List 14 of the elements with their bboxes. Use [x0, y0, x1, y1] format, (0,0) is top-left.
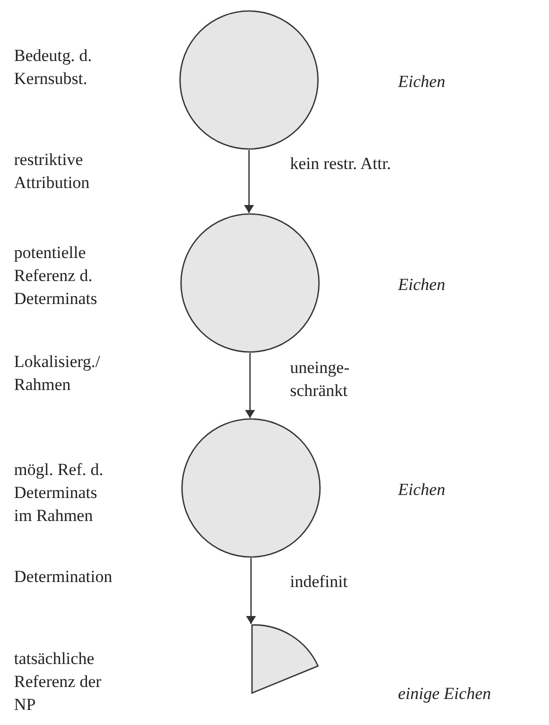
level-label: Bedeutg. d. Kernsubst.: [14, 45, 93, 90]
level-label: potentielle Referenz d. Determinats: [14, 242, 98, 310]
level-label: tatsächliche Referenz der NP: [14, 648, 102, 716]
level-label: Determination: [14, 566, 114, 588]
level-label: restriktive Attribution: [14, 149, 91, 194]
example-text: Eichen: [398, 274, 446, 296]
level-label: mögl. Ref. d. Determinats im Rahmen: [14, 459, 104, 527]
arrow: [244, 150, 254, 213]
example-text: einige Eichen: [398, 683, 491, 705]
example-text: Eichen: [398, 479, 446, 501]
level-label: Lokalisierg./ Rahmen: [14, 351, 102, 396]
arrow: [245, 353, 255, 418]
arrow: [246, 558, 256, 624]
example-text: Eichen: [398, 71, 446, 93]
